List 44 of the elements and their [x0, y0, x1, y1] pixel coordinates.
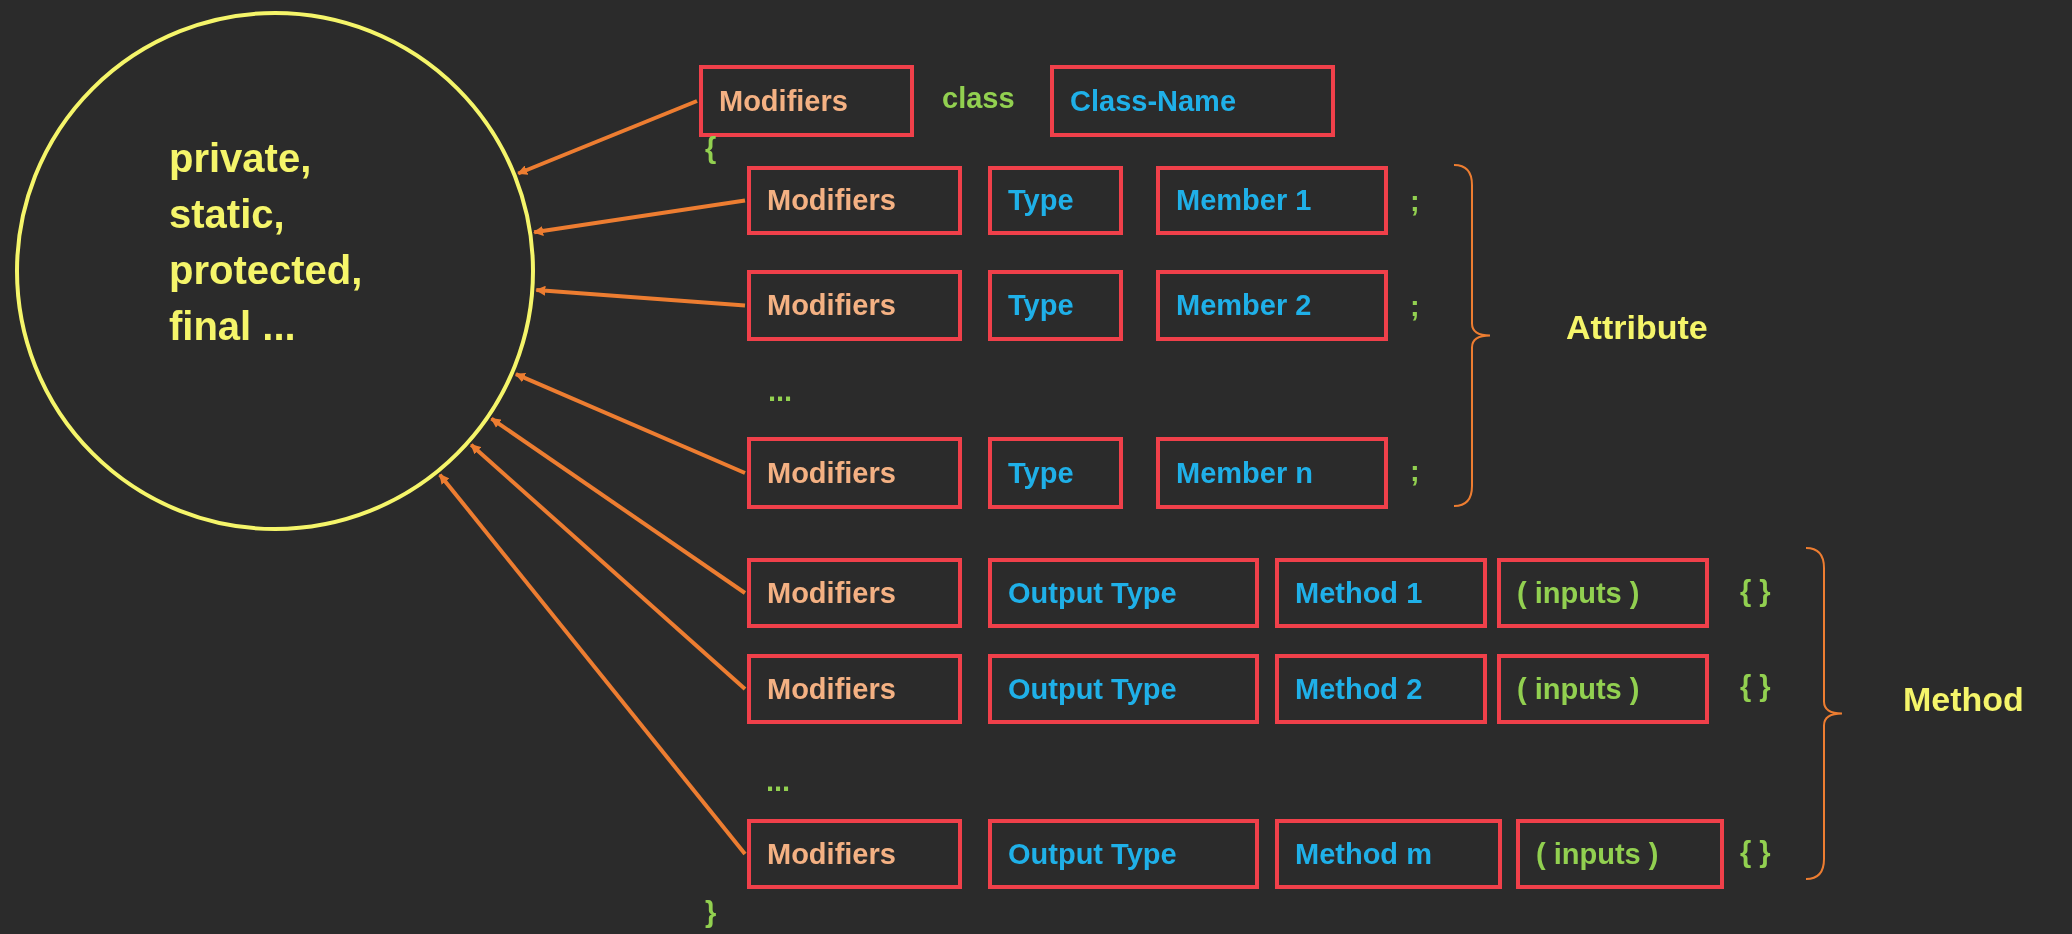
arrow	[535, 285, 746, 308]
type-box: Type	[988, 166, 1123, 235]
brace-text: { }	[1740, 836, 1771, 869]
brace-text: { }	[1740, 670, 1771, 703]
method-box: Method m	[1275, 819, 1502, 889]
output-type-box: Output Type	[988, 654, 1259, 724]
group-label: Attribute	[1566, 308, 1708, 347]
inputs-box: ( inputs )	[1516, 819, 1724, 889]
brace-text: { }	[1740, 575, 1771, 608]
semicolon-text: ;	[1410, 290, 1420, 323]
member-box: Member 1	[1156, 166, 1388, 235]
member-box: Member n	[1156, 437, 1388, 509]
modifiers-box: Modifiers	[747, 558, 962, 628]
modifiers-box: Modifiers	[747, 819, 962, 889]
ellipsis-text: ...	[768, 375, 793, 408]
modifiers-box: Modifiers	[699, 65, 914, 137]
modifiers-box: Modifiers	[747, 166, 962, 235]
member-box: Member 2	[1156, 270, 1388, 341]
inputs-box: ( inputs )	[1497, 654, 1709, 724]
method-box: Method 1	[1275, 558, 1487, 628]
arrow	[438, 473, 747, 856]
ellipsis-text: ...	[766, 765, 791, 798]
inputs-box: ( inputs )	[1497, 558, 1709, 628]
type-box: Type	[988, 270, 1123, 341]
arrow	[514, 372, 746, 475]
semicolon-text: ;	[1410, 455, 1420, 488]
output-type-box: Output Type	[988, 819, 1259, 889]
semicolon-text: ;	[1410, 185, 1420, 218]
modifiers-box: Modifiers	[747, 654, 962, 724]
arrow	[533, 198, 746, 236]
arrow	[469, 443, 747, 691]
modifiers-box: Modifiers	[747, 270, 962, 341]
output-type-box: Output Type	[988, 558, 1259, 628]
modifiers-box: Modifiers	[747, 437, 962, 509]
class-name-box: Class-Name	[1050, 65, 1335, 137]
method-box: Method 2	[1275, 654, 1487, 724]
arrow	[517, 99, 698, 176]
type-box: Type	[988, 437, 1123, 509]
keyword-text: class	[942, 82, 1015, 115]
group-label: Method	[1903, 680, 2024, 719]
modifier-circle	[15, 11, 535, 531]
brace-text: }	[705, 896, 717, 929]
modifier-list: private, static, protected, final ...	[169, 130, 384, 354]
arrow	[490, 417, 747, 595]
